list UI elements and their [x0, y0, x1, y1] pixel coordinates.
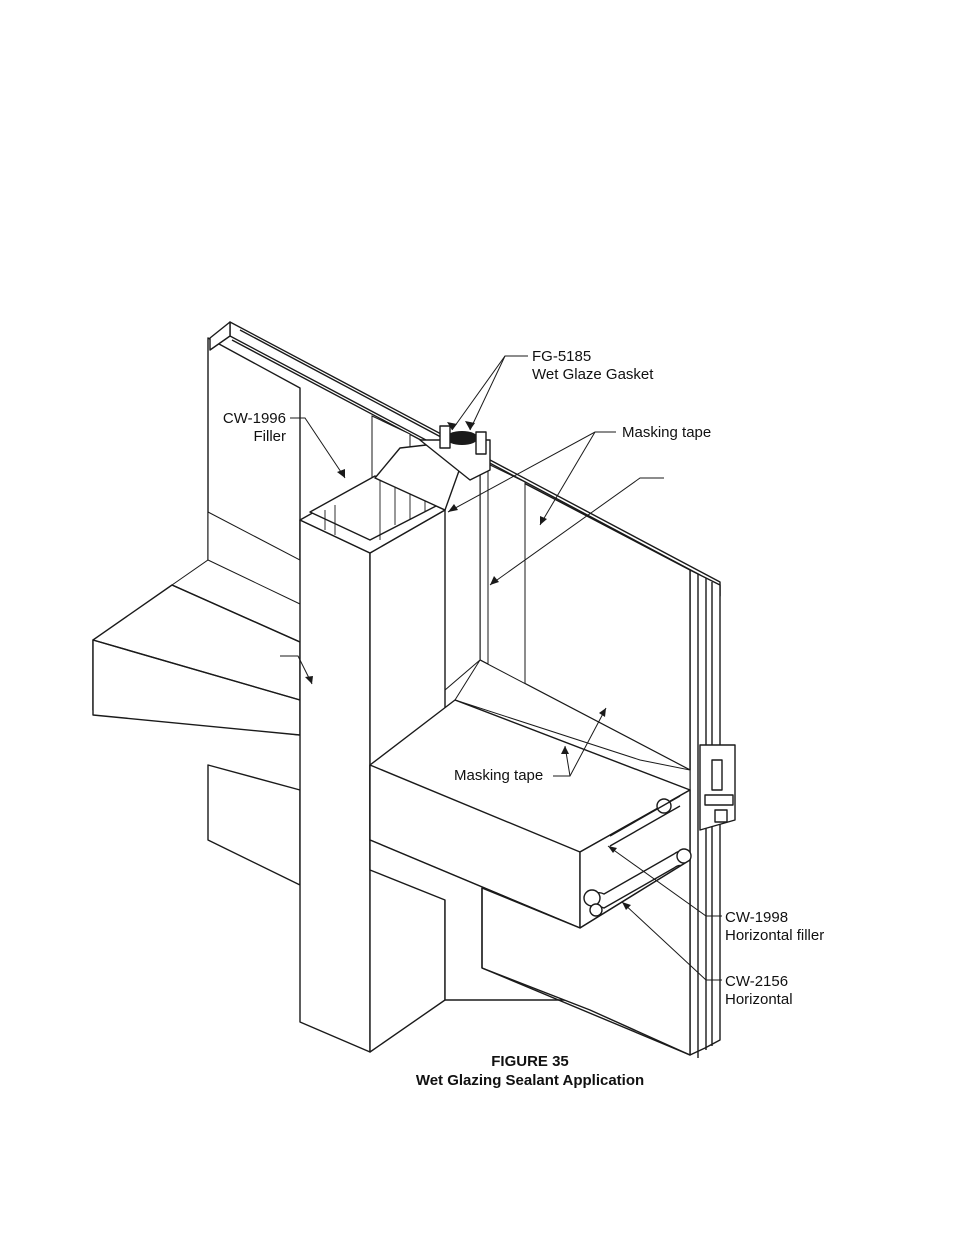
filler-callout-code: CW-1996: [200, 410, 286, 428]
figure-caption: FIGURE 35 Wet Glazing Sealant Applicatio…: [380, 1053, 680, 1091]
masking-tape-lower-callout: Masking tape: [454, 767, 543, 785]
pressure-plate-end: [700, 745, 735, 830]
filler-callout: CW-1996 Filler: [200, 410, 286, 446]
left-horizontal-member: [93, 585, 300, 885]
masking-tape-lower-label: Masking tape: [454, 767, 543, 785]
horizontal-filler-code: CW-1998: [725, 909, 824, 927]
horizontal-code: CW-2156: [725, 973, 793, 991]
horizontal-callout: CW-2156 Horizontal: [725, 973, 793, 1009]
horizontal-filler-desc: Horizontal filler: [725, 927, 824, 945]
figure-title: Wet Glazing Sealant Application: [380, 1072, 680, 1091]
figure-number: FIGURE 35: [380, 1053, 680, 1072]
horizontal-desc: Horizontal: [725, 991, 793, 1009]
masking-tape-upper-callout: Masking tape: [622, 424, 711, 442]
masking-tape-upper-label: Masking tape: [622, 424, 711, 442]
gasket-callout-desc: Wet Glaze Gasket: [532, 366, 653, 384]
gasket-callout-code: FG-5185: [532, 348, 653, 366]
horizontal-filler-callout: CW-1998 Horizontal filler: [725, 909, 824, 945]
gasket-callout: FG-5185 Wet Glaze Gasket: [532, 348, 653, 384]
filler-callout-desc: Filler: [200, 428, 286, 446]
